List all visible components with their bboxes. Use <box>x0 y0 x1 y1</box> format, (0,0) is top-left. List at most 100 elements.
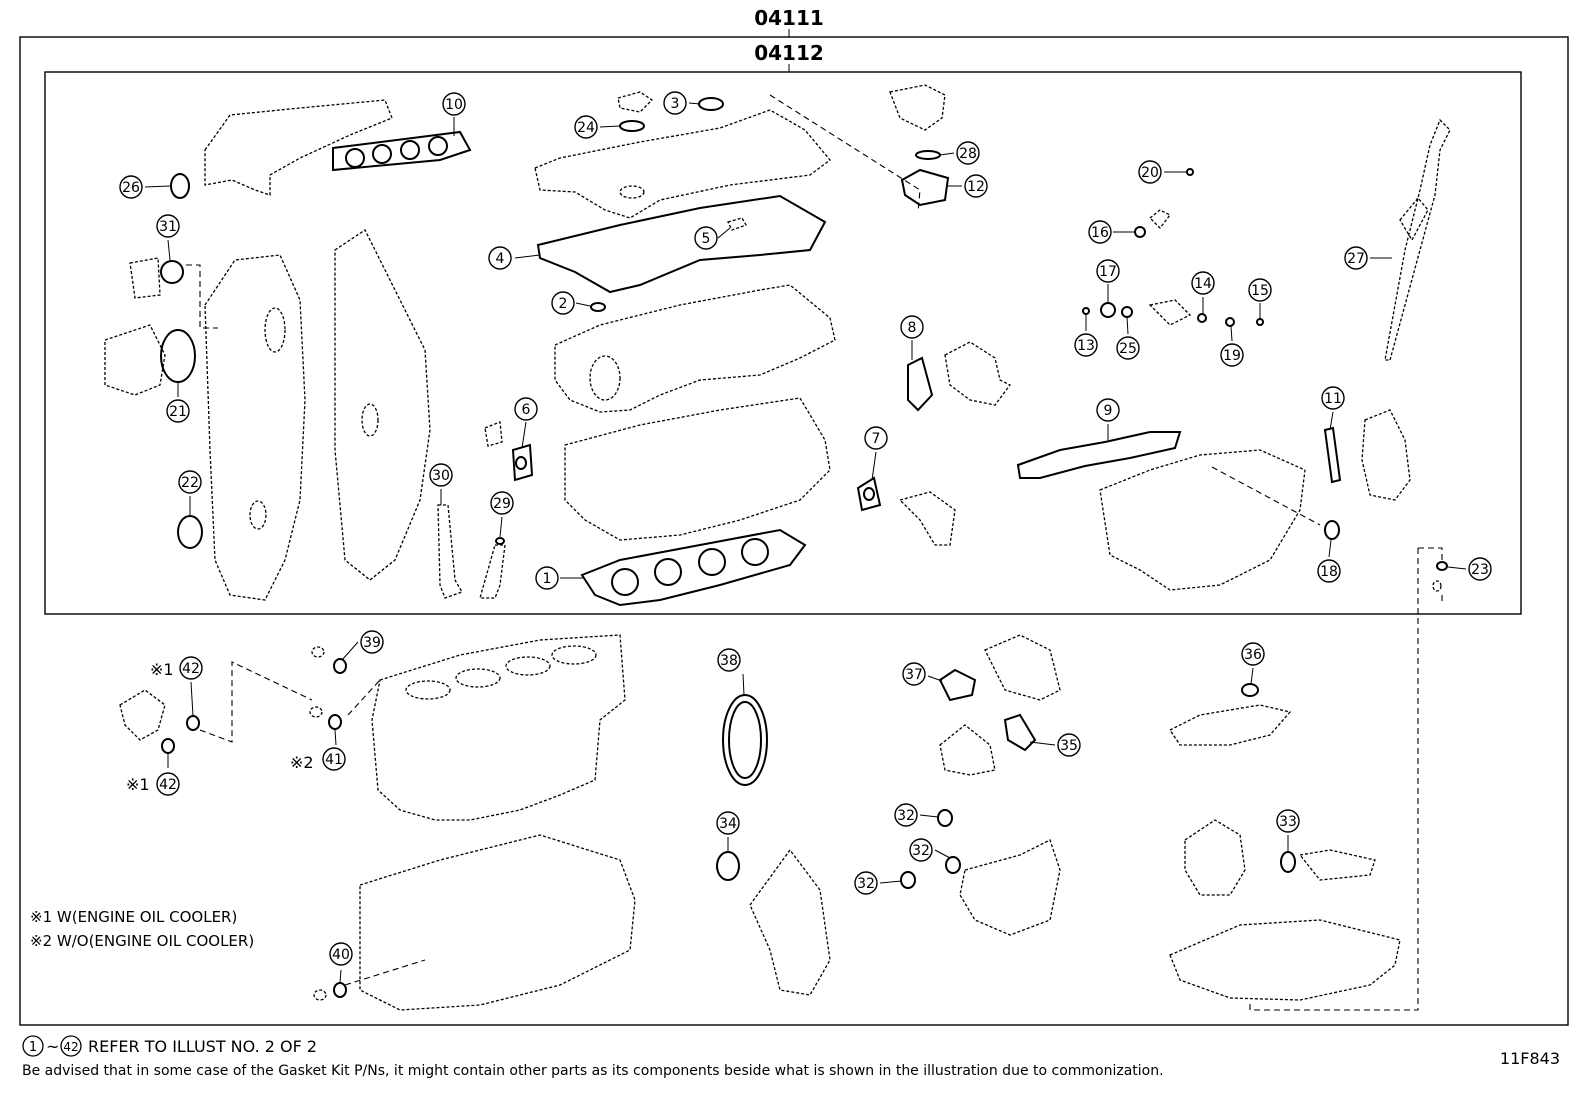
callout-circle <box>1074 333 1098 357</box>
note1-marker: ※1 <box>150 660 174 679</box>
callout-circle <box>1276 809 1300 833</box>
callout-number: 10 <box>445 97 463 113</box>
callout-number: 1 <box>543 571 552 587</box>
callout-circle <box>909 838 933 862</box>
note-w-engine-oil-cooler: ※1 W(ENGINE OIL COOLER) <box>30 908 237 926</box>
callout-number: 41 <box>325 752 343 768</box>
callout-17: 17 <box>1096 259 1120 283</box>
callout-34: 34 <box>716 811 740 835</box>
callout-1: 1 <box>535 566 559 590</box>
callout-35: 35 <box>1057 733 1081 757</box>
callout-number: 26 <box>122 180 140 196</box>
callout-number: 33 <box>1279 814 1297 830</box>
callout-circle <box>717 648 741 672</box>
callout-27: 27 <box>1344 246 1368 270</box>
callout-number: 5 <box>702 231 711 247</box>
callout-15: 15 <box>1248 278 1272 302</box>
callout-8: 8 <box>900 315 924 339</box>
advisory-text: Be advised that in some case of the Gask… <box>22 1063 1164 1079</box>
callout-number: 8 <box>908 320 917 336</box>
callout-32: 32 <box>854 871 878 895</box>
callout-number: 16 <box>1091 225 1109 241</box>
callout-circle <box>322 747 346 771</box>
range-from: 1 <box>29 1040 37 1055</box>
callout-31: 31 <box>156 214 180 238</box>
figure-id: 11F843 <box>1500 1049 1560 1068</box>
callout-37: 37 <box>902 662 926 686</box>
callout-number: 13 <box>1077 338 1095 354</box>
callout-42: 42 <box>156 772 180 796</box>
callout-circle <box>1321 386 1345 410</box>
callout-number: 23 <box>1471 562 1489 578</box>
callout-circle <box>864 426 888 450</box>
callout-28: 28 <box>956 141 980 165</box>
callout-number: 32 <box>857 876 875 892</box>
callout-circle <box>535 566 559 590</box>
callout-number: 28 <box>959 146 977 162</box>
range-tilde: ~ <box>46 1037 59 1056</box>
callout-number: 30 <box>432 468 450 484</box>
callout-42: 42 <box>179 656 203 680</box>
range-to: 42 <box>63 1040 78 1054</box>
callout-number: 37 <box>905 667 923 683</box>
callout-number: 17 <box>1099 264 1117 280</box>
callout-circle <box>488 246 512 270</box>
callout-number: 24 <box>577 120 595 136</box>
inner-kit-frame <box>44 71 1522 615</box>
callout-26: 26 <box>119 175 143 199</box>
callout-number: 42 <box>182 661 200 677</box>
callout-number: 14 <box>1194 276 1212 292</box>
callout-number: 29 <box>493 496 511 512</box>
callout-number: 6 <box>522 402 531 418</box>
callout-circle <box>1191 271 1215 295</box>
callout-21: 21 <box>166 399 190 423</box>
callout-circle <box>1317 559 1341 583</box>
callout-29: 29 <box>490 491 514 515</box>
callout-circle <box>1248 278 1272 302</box>
callout-number: 32 <box>897 808 915 824</box>
callout-circle <box>442 92 466 116</box>
callout-circle <box>514 397 538 421</box>
callout-number: 32 <box>912 843 930 859</box>
callout-circle <box>1116 336 1140 360</box>
refer-text: REFER TO ILLUST NO. 2 OF 2 <box>88 1037 317 1056</box>
callout-circle <box>429 463 453 487</box>
callout-16: 16 <box>1088 220 1112 244</box>
callout-circle <box>179 656 203 680</box>
callout-circle <box>119 175 143 199</box>
callout-circle <box>894 803 918 827</box>
callout-23: 23 <box>1468 557 1492 581</box>
callout-14: 14 <box>1191 271 1215 295</box>
callout-40: 40 <box>329 942 353 966</box>
callout-number: 3 <box>671 96 680 112</box>
callout-38: 38 <box>717 648 741 672</box>
callout-number: 9 <box>1104 403 1113 419</box>
callout-number: 12 <box>967 179 985 195</box>
callout-circle <box>956 141 980 165</box>
callout-11: 11 <box>1321 386 1345 410</box>
callout-19: 19 <box>1220 343 1244 367</box>
callout-circle <box>900 315 924 339</box>
callout-number: 39 <box>363 635 381 651</box>
callout-number: 7 <box>872 431 881 447</box>
callout-circle <box>156 772 180 796</box>
callout-circle <box>1241 642 1265 666</box>
callout-number: 15 <box>1251 283 1269 299</box>
note1-marker: ※1 <box>126 775 150 794</box>
callout-number: 34 <box>719 816 737 832</box>
callout-12: 12 <box>964 174 988 198</box>
callout-2: 2 <box>551 291 575 315</box>
callout-32: 32 <box>909 838 933 862</box>
callout-3: 3 <box>663 91 687 115</box>
callout-number: 36 <box>1244 647 1262 663</box>
callout-6: 6 <box>514 397 538 421</box>
association-lines <box>186 94 1443 1011</box>
callout-circle <box>694 226 718 250</box>
callout-number: 18 <box>1320 564 1338 580</box>
callout-5: 5 <box>694 226 718 250</box>
callout-circle <box>663 91 687 115</box>
callout-36: 36 <box>1241 642 1265 666</box>
callout-number: 19 <box>1223 348 1241 364</box>
callout-33: 33 <box>1276 809 1300 833</box>
